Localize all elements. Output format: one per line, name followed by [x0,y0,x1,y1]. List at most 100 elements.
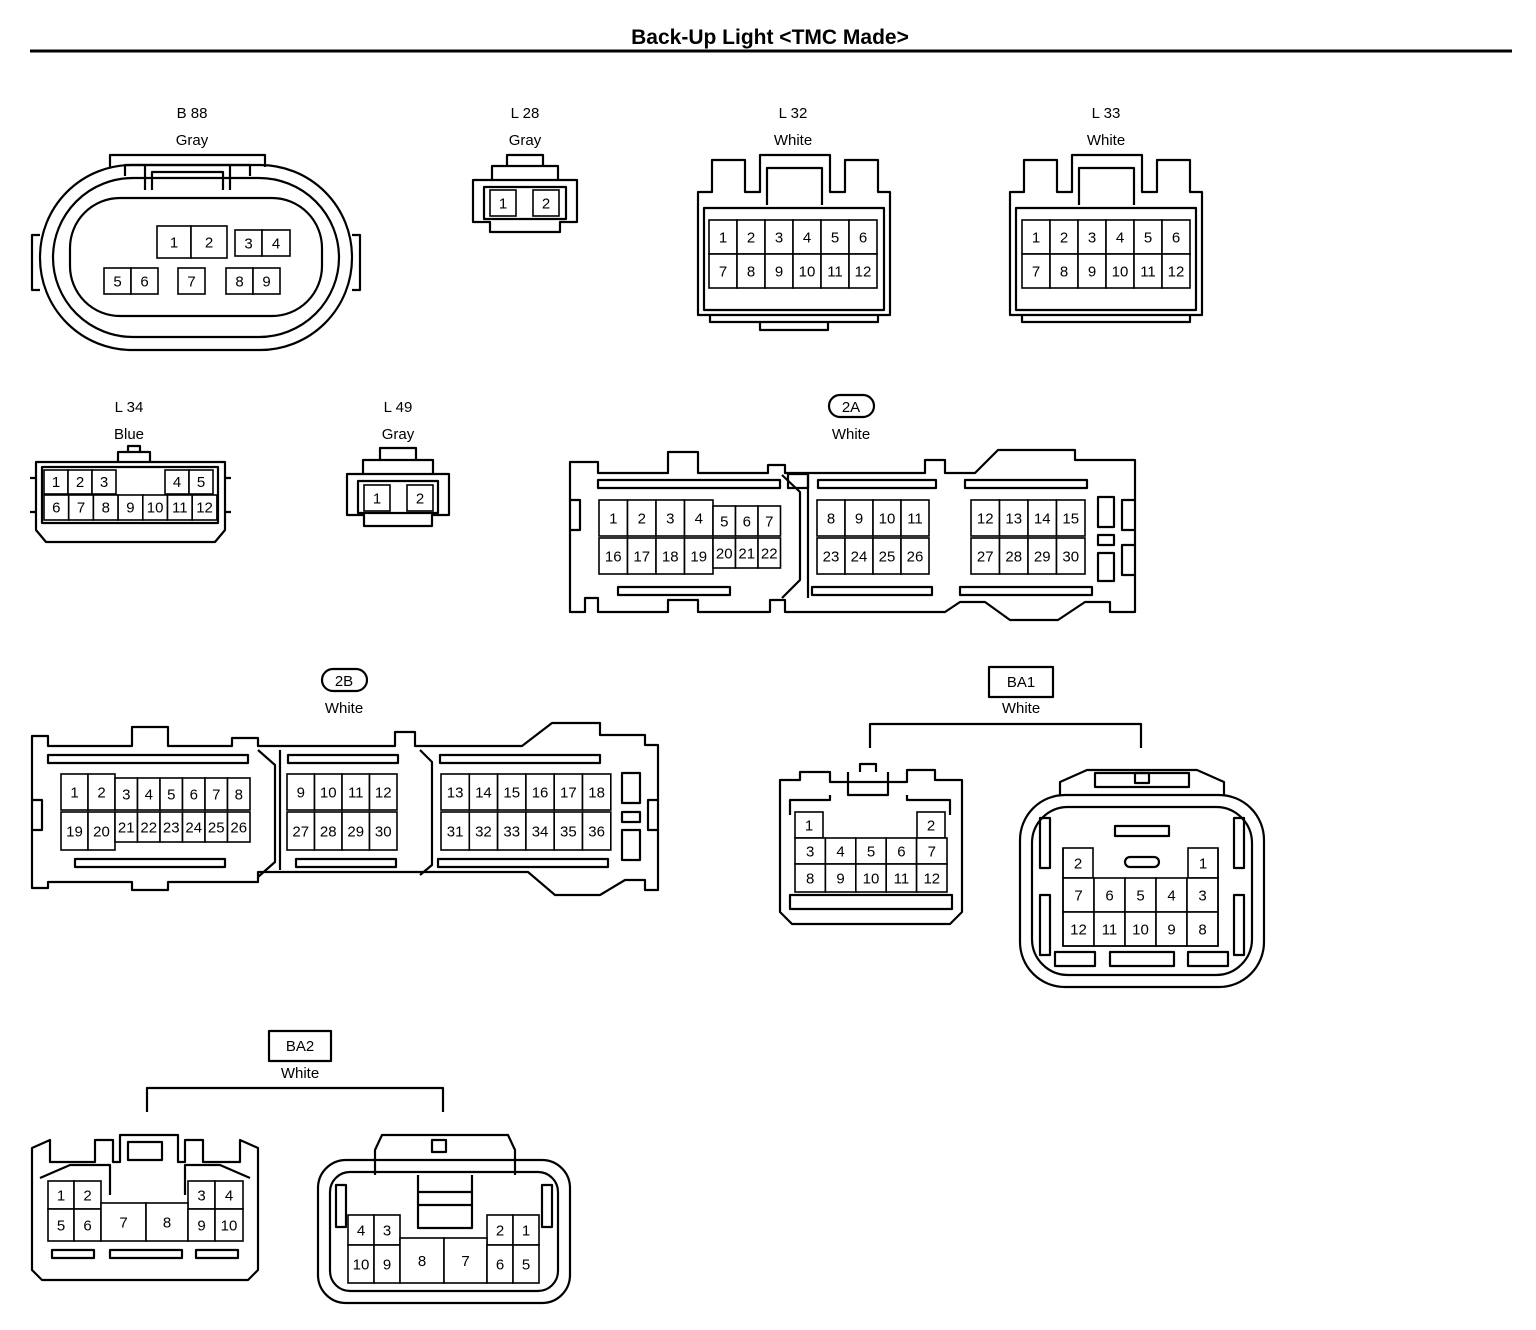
2a-pin-label: 7 [765,513,773,530]
ba1-male-pin-box [885,863,918,893]
2a-pin-box [598,499,629,537]
2a-pin-label: 17 [633,548,650,565]
l33-pin-label: 5 [1144,229,1152,246]
connector-ba1-code: BA1 [1007,674,1035,691]
ba1-male-pin-label: 8 [806,870,814,887]
l33-pin-label: 6 [1172,229,1180,246]
connector-l33-code: L 33 [1092,105,1121,122]
ba1-female-pin-label: 11 [1102,921,1118,938]
2a-pin-label: 9 [855,510,863,527]
l33-pin-label: 11 [1140,263,1156,280]
2b-pin-box [368,811,398,851]
2b-pin-box [286,811,316,851]
l34-pin-label: 12 [196,500,213,517]
ba1-male-pin-label: 2 [927,817,935,834]
l33-pin-box [1021,253,1051,289]
b88-pin-box [103,267,132,295]
l33-pin-box [1133,253,1163,289]
2b-pin-label: 26 [230,819,247,836]
2a-pin-box [816,499,846,537]
2b-pin-label: 9 [297,784,305,801]
ba1-male-pin-label: 4 [836,843,844,860]
connector-ba1-code-box [987,665,1055,699]
connector-l32-color: White [774,132,812,149]
ba2-female-pin-label: 10 [353,1256,370,1273]
2a-pin-label: 30 [1062,548,1079,565]
ba1-female-pin-label: 6 [1105,887,1113,904]
l32-pin-box [820,219,850,255]
connector-l32-housing [696,153,892,332]
2a-pin-label: 16 [605,548,622,565]
2a-pin-label: 18 [662,548,679,565]
2a-pin-label: 6 [743,513,751,530]
2b-pin-box [313,773,343,811]
2b-pin-box [368,773,398,811]
l33-pin-label: 4 [1116,229,1124,246]
ba1-male-pin-label: 1 [805,817,813,834]
b88-pin-box [177,267,206,295]
2b-pin-label: 2 [97,784,105,801]
2b-pin-box [341,811,371,851]
b88-pin-box [261,229,291,257]
ba2-male-pin-box [47,1208,75,1242]
ba2-male-pin-label: 2 [83,1187,91,1204]
l33-pin-label: 7 [1032,263,1040,280]
2a-pin-box [900,499,930,537]
2b-pin-box [286,773,316,811]
2a-pin-label: 21 [738,545,755,562]
2b-pin-label: 31 [447,823,464,840]
2b-pin-label: 22 [140,819,157,836]
l28-pin-box [532,189,560,217]
ba1-female-pin-label: 5 [1136,887,1144,904]
ba2-male-pin-box [214,1208,244,1242]
connector-2b-code: 2B [335,673,353,690]
ba2-male-pin-label: 1 [57,1187,65,1204]
ba1-female-pin-label: 3 [1198,887,1206,904]
ba2-female-pin-box [347,1244,375,1284]
b88-pin-label: 8 [235,273,243,290]
2b-pin-box [468,773,499,811]
ba1-male-pin-label: 11 [894,870,910,887]
ba2-female-pin-box [347,1214,375,1246]
ba1-female-pin-box [1155,877,1188,913]
connector-ba2-code: BA2 [286,1038,314,1055]
ba2-male-pin-box [100,1202,147,1242]
connector-l33-color: White [1087,132,1125,149]
ba2-female-pin-box [512,1244,540,1284]
2b-pin-box [313,811,343,851]
connector-l34-code: L 34 [115,399,144,416]
2a-pin-box [626,499,657,537]
b88-pin-label: 2 [205,234,213,251]
connector-ba1-male-housing [778,762,964,926]
ba1-female-pin-box [1062,847,1094,879]
ba2-female-pin-label: 1 [522,1222,530,1239]
l34-pin-label: 4 [173,474,181,491]
ba2-female-pin-label: 9 [383,1256,391,1273]
2a-pin-label: 27 [977,548,994,565]
l32-pin-label: 2 [747,229,755,246]
l49-pin-box [363,484,391,512]
b88-pin-label: 6 [140,273,148,290]
connector-l33-housing [1008,153,1204,324]
connector-ba2-bracket [145,1086,445,1112]
l34-pin-label: 9 [126,500,134,517]
connector-l34-housing [30,444,231,544]
b88-pin-label: 7 [187,273,195,290]
2b-pin-box [341,773,371,811]
l34-pin-box [117,494,144,521]
l34-pin-box [67,494,95,521]
ba1-male-pin-box [915,837,948,865]
2a-pin-box [757,537,782,569]
b88-pin-label: 5 [113,273,121,290]
ba1-female-pin-label: 2 [1074,855,1082,872]
